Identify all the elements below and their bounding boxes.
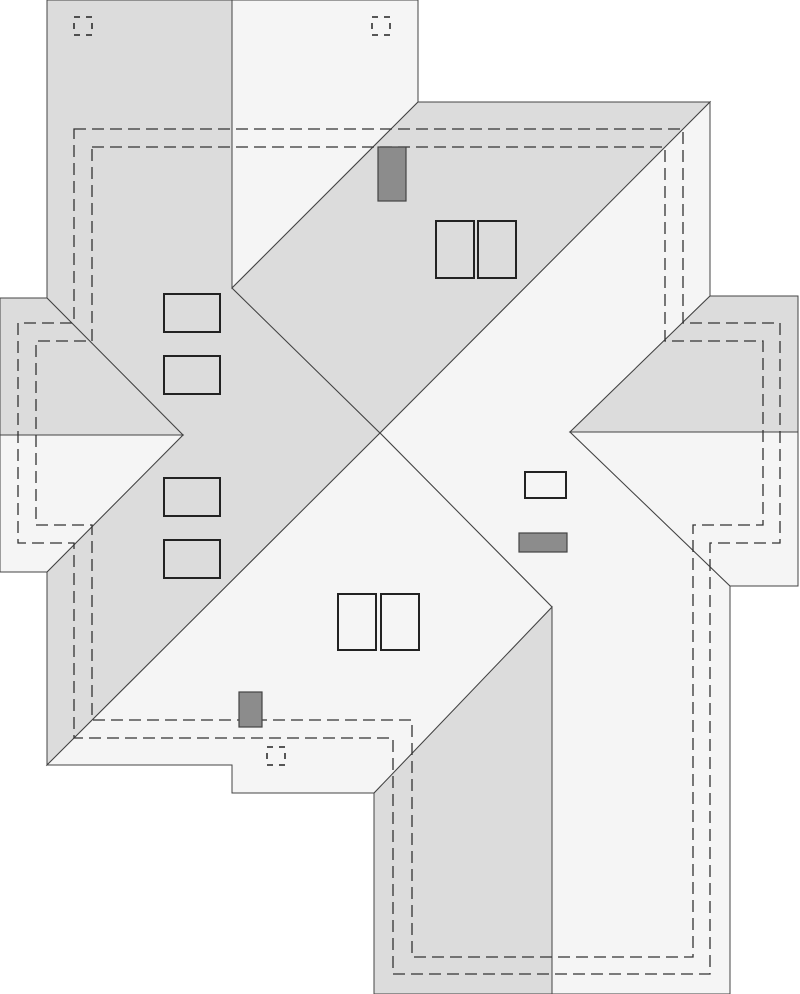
gutter-outer-dashed — [17, 128, 781, 975]
skylight — [337, 593, 377, 651]
chimney — [377, 146, 407, 202]
corner-marker-icon — [371, 16, 391, 36]
corner-marker-icon — [73, 16, 93, 36]
corner-marker-icon — [266, 746, 286, 766]
skylight — [380, 593, 420, 651]
roof-plane-west-wing-south — [0, 434, 185, 573]
skylights — [163, 220, 567, 651]
gutter-inner-dashed — [35, 146, 764, 958]
skylight — [524, 471, 567, 499]
skylight — [163, 355, 221, 395]
chimney — [518, 532, 568, 553]
skylight — [477, 220, 517, 279]
roof-plane-south — [45, 432, 553, 794]
roof-plane-east-wing-south — [568, 431, 799, 587]
skylight — [163, 293, 221, 333]
skylight — [163, 477, 221, 517]
gutter-lines — [17, 128, 781, 975]
skylight — [435, 220, 475, 279]
corner-markers — [73, 16, 391, 766]
chimney — [238, 691, 263, 728]
chimneys — [238, 146, 568, 728]
skylight — [163, 539, 221, 579]
